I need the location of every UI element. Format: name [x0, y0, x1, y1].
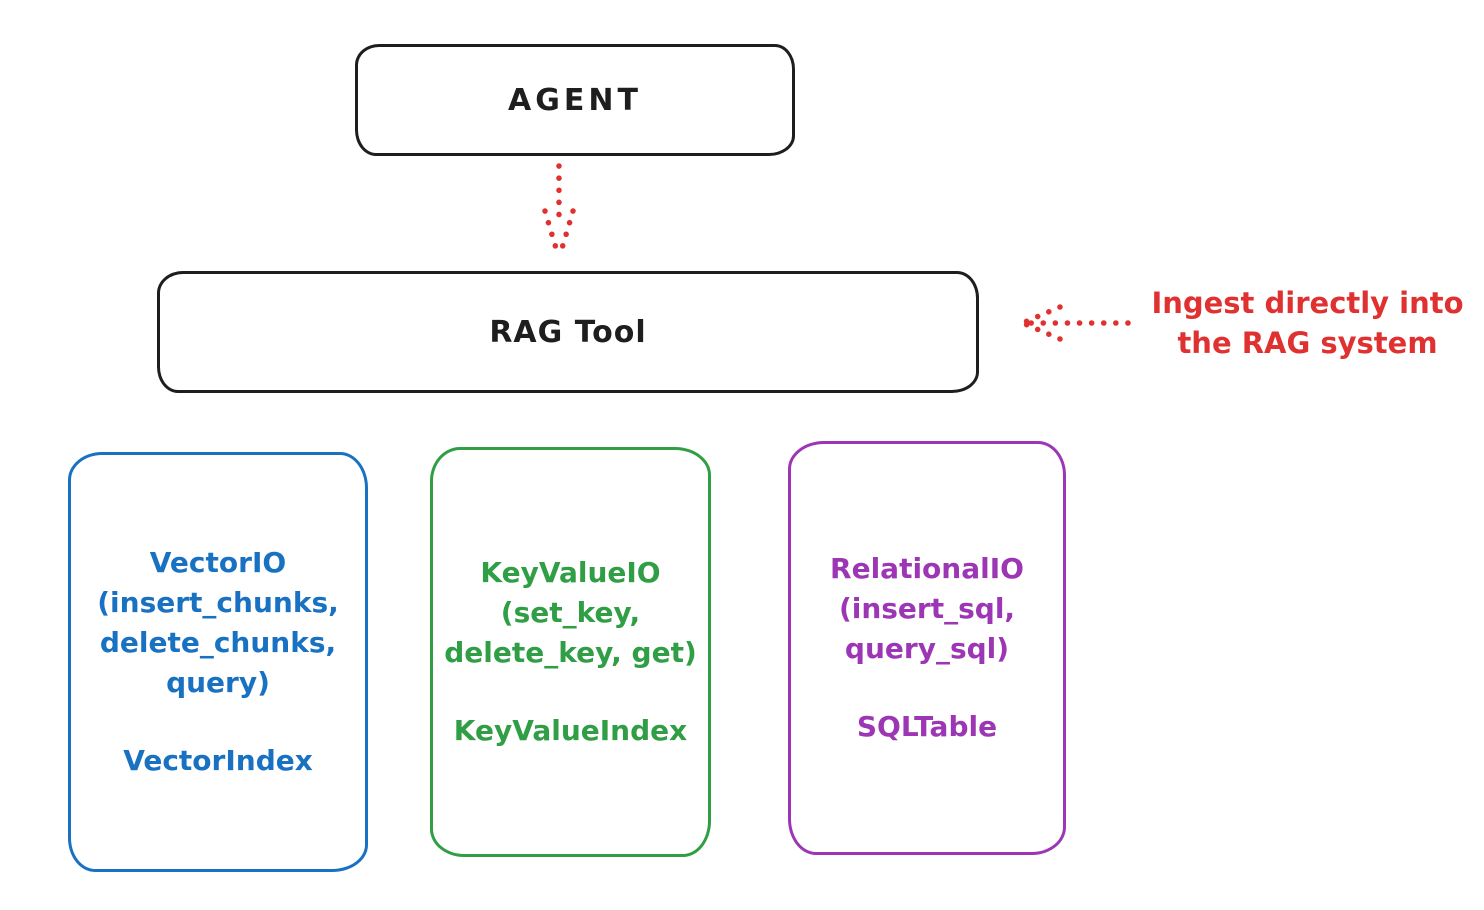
arrow-wing-bottom: [1022, 321, 1063, 342]
arrow-down-icon: [542, 163, 576, 258]
ingest-annotation-line: Ingest directly into: [1151, 286, 1464, 320]
vector-io-line: VectorIO: [149, 546, 287, 579]
ingest-annotation: Ingest directly into the RAG system: [1135, 283, 1480, 363]
vector-io-line: (insert_chunks,: [97, 586, 339, 619]
rag-tool-label: RAG Tool: [489, 314, 647, 350]
agent-node: AGENT: [355, 44, 795, 156]
arrow-wing-top: [1022, 304, 1063, 325]
keyvalue-io-line: (set_key,: [500, 596, 641, 629]
arrow-left-icon: [1022, 304, 1131, 342]
keyvalue-io-node: KeyValueIO (set_key, delete_key, get) Ke…: [430, 447, 711, 857]
relational-io-line: RelationalIO: [830, 552, 1024, 585]
vector-index-label: VectorIndex: [123, 744, 313, 777]
keyvalue-index-label: KeyValueIndex: [453, 714, 688, 747]
ingest-annotation-line: the RAG system: [1177, 326, 1438, 360]
arrow-wing-right: [557, 208, 576, 258]
relational-io-line: (insert_sql,: [838, 592, 1016, 625]
arrow-wing-left: [542, 208, 561, 258]
sql-table-label: SQLTable: [856, 710, 998, 743]
agent-label: AGENT: [508, 82, 642, 118]
vector-io-node: VectorIO (insert_chunks, delete_chunks, …: [68, 452, 368, 872]
vector-io-line: query): [166, 666, 270, 699]
keyvalue-io-line: delete_key, get): [444, 636, 697, 669]
rag-tool-node: RAG Tool: [157, 271, 979, 393]
vector-io-line: delete_chunks,: [99, 626, 337, 659]
keyvalue-io-line: KeyValueIO: [480, 556, 661, 589]
relational-io-node: RelationalIO (insert_sql, query_sql) SQL…: [788, 441, 1066, 855]
relational-io-line: query_sql): [844, 632, 1010, 665]
